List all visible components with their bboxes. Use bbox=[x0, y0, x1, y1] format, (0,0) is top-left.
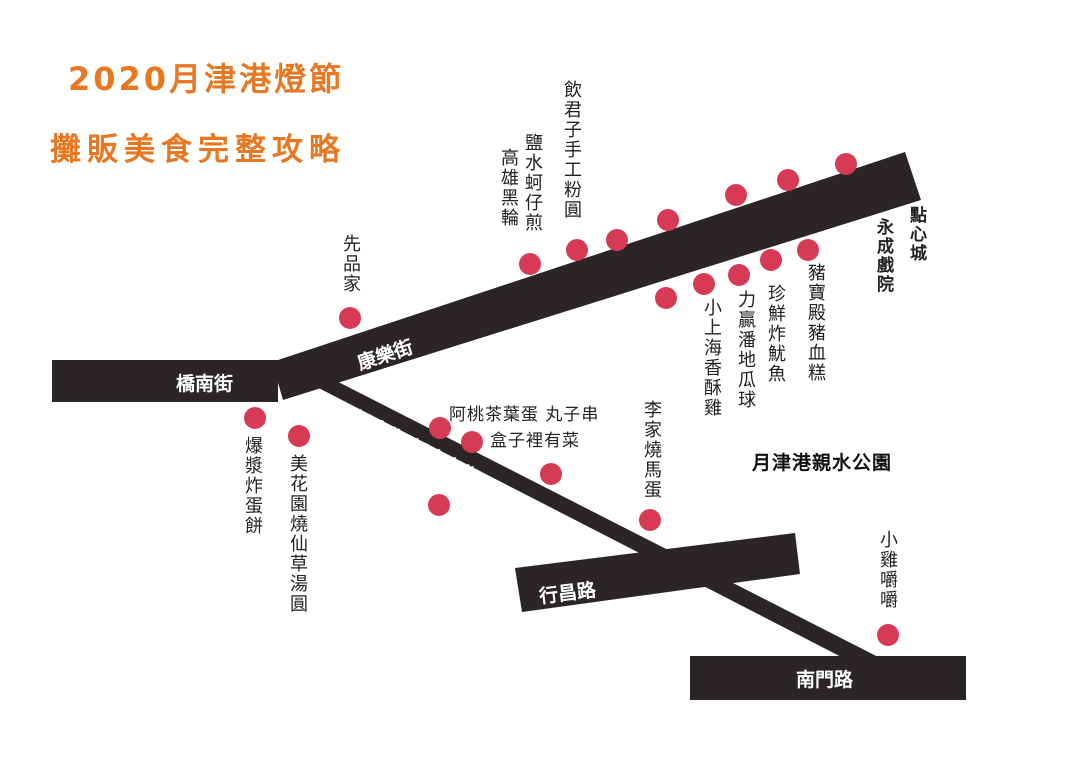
stall-dot[interactable] bbox=[429, 417, 451, 439]
stall-label-chicken: 小雞嚼嚼 bbox=[877, 530, 898, 610]
stall-dot[interactable] bbox=[540, 463, 562, 485]
stall-label-tea-egg: 阿桃茶葉蛋 丸子串 bbox=[449, 405, 600, 425]
stall-label-black-wheel: 高雄黑輪 bbox=[498, 148, 519, 228]
stall-label-box-dish: 盒子裡有菜 bbox=[490, 431, 580, 451]
stall-dot[interactable] bbox=[835, 153, 857, 175]
stall-dot[interactable] bbox=[655, 287, 677, 309]
landmark-park: 月津港親水公園 bbox=[752, 452, 893, 474]
stall-dot[interactable] bbox=[657, 209, 679, 231]
stall-dot[interactable] bbox=[760, 249, 782, 271]
stall-dot[interactable] bbox=[639, 509, 661, 531]
road-xingchang bbox=[515, 533, 800, 612]
stall-dot[interactable] bbox=[519, 253, 541, 275]
stall-label-dianxin: 點心城 bbox=[906, 206, 926, 263]
stall-dot[interactable] bbox=[725, 184, 747, 206]
stall-dot[interactable] bbox=[244, 407, 266, 429]
road-qiaonan-west bbox=[52, 360, 278, 402]
stall-dot[interactable] bbox=[606, 229, 628, 251]
road-label-qiaonan: 橋南街 bbox=[176, 372, 233, 395]
road-nanmen bbox=[690, 656, 966, 700]
landmark-theater: 永成戲院 bbox=[873, 218, 893, 294]
stall-dot[interactable] bbox=[877, 624, 899, 646]
stall-dot[interactable] bbox=[693, 273, 715, 295]
stall-dot[interactable] bbox=[288, 425, 310, 447]
stall-label-pig-blood: 豬寶殿豬血糕 bbox=[805, 263, 826, 383]
road-qiaonan-old bbox=[272, 364, 892, 664]
stall-dot[interactable] bbox=[566, 239, 588, 261]
stall-label-li-horse-egg: 李家燒馬蛋 bbox=[641, 400, 662, 500]
stall-label-baojiang: 爆漿炸蛋餅 bbox=[242, 436, 263, 536]
stall-dot[interactable] bbox=[461, 431, 483, 453]
map-subtitle: 攤販美食完整攻略 bbox=[50, 132, 346, 168]
stall-label-sweet-potato: 力贏潘地瓜球 bbox=[735, 290, 756, 410]
map-title: 2020月津港燈節 bbox=[68, 60, 345, 98]
stall-label-xiao-shanghai: 小上海香酥雞 bbox=[701, 298, 722, 418]
road-kangle bbox=[272, 152, 921, 400]
stall-label-yinjunzi: 飲君子手工粉圓 bbox=[561, 80, 582, 220]
stall-dot[interactable] bbox=[428, 494, 450, 516]
stall-label-meihuayuan: 美花園燒仙草湯圓 bbox=[287, 454, 308, 614]
stall-dot[interactable] bbox=[797, 239, 819, 261]
stall-dot[interactable] bbox=[728, 264, 750, 286]
stall-label-squid: 珍鮮炸魷魚 bbox=[765, 284, 786, 384]
stall-label-oyster-omelet: 鹽水蚵仔煎 bbox=[522, 133, 543, 233]
stall-label-xianpin: 先品家 bbox=[340, 234, 361, 294]
stall-dot[interactable] bbox=[777, 169, 799, 191]
stall-dots bbox=[244, 153, 899, 646]
stall-dot[interactable] bbox=[339, 307, 361, 329]
road-label-nanmen: 南門路 bbox=[796, 668, 854, 691]
